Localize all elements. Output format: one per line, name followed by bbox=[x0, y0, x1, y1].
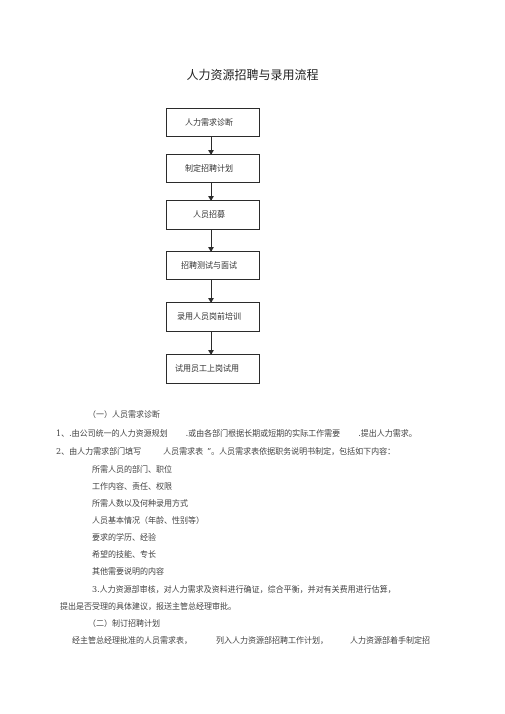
list-item: 所需人员的部门、职位 bbox=[92, 465, 172, 474]
paragraph-2: 2、由人力需求部门填写 人员需求表”。人员需求表依据职务说明书制定，包括如下内容： bbox=[56, 448, 395, 456]
list-item: 工作内容、责任、权限 bbox=[92, 482, 172, 491]
flow-step-testing-interview: 招聘测试与面试 bbox=[166, 251, 260, 280]
list-item: 其他需要说明的内容 bbox=[92, 567, 164, 576]
flow-step-probation: 试用员工上岗试用 bbox=[166, 354, 260, 384]
flow-arrow bbox=[208, 137, 214, 155]
paragraph-2-part-1: 2、由人力需求部门填写 bbox=[56, 447, 142, 456]
list-item: 人员基本情况（年龄、性别等） bbox=[92, 516, 204, 525]
flow-step-demand-diagnosis: 人力需求诊断 bbox=[166, 108, 260, 137]
flow-arrow bbox=[208, 230, 214, 252]
list-item: 希望的技能、专长 bbox=[92, 550, 156, 559]
flow-step-recruitment-plan: 制定招聘计划 bbox=[166, 154, 260, 183]
section-heading-demand-diagnosis: （一）人员需求诊断 bbox=[88, 410, 160, 419]
paragraph-1-part-2: .或由各部门根据长期或短期的实际工作需要 bbox=[185, 429, 341, 438]
list-item: 要求的学历、经验 bbox=[92, 533, 156, 542]
flow-arrow bbox=[208, 332, 214, 355]
paragraph-1-part-1: 1、.由公司统一的人力资源规划 bbox=[56, 429, 168, 438]
paragraph-4-part-1: 经主管总经理批准的人员需求表， bbox=[72, 636, 192, 645]
flow-arrow bbox=[208, 183, 214, 201]
paragraph-2-part-3: ”。人员需求表依据职务说明书制定，包括如下内容： bbox=[207, 447, 396, 456]
flow-step-label: 录用人员岗前培训 bbox=[177, 312, 241, 321]
paragraph-4: 经主管总经理批准的人员需求表， 列入人力资源部招聘工作计划， 人力资源部着手制定招 bbox=[72, 637, 430, 645]
paragraph-1: 1、.由公司统一的人力资源规划 .或由各部门根据长期或短期的实际工作需要 .提出人力… bbox=[56, 430, 417, 438]
flow-step-pre-job-training: 录用人员岗前培训 bbox=[166, 302, 260, 332]
list-item: 所需人数以及何种录用方式 bbox=[92, 499, 188, 508]
paragraph-4-part-3: 人力资源部着手制定招 bbox=[350, 636, 430, 645]
flow-step-label: 招聘测试与面试 bbox=[181, 260, 237, 270]
paragraph-2-part-2: 人员需求表 bbox=[163, 447, 204, 456]
flow-arrow bbox=[208, 280, 214, 303]
paragraph-3-line-2: 提出是否受理的具体建议，报送主管总经理审批。 bbox=[60, 602, 236, 611]
document-title: 人力资源招聘与录用流程 bbox=[186, 68, 319, 82]
flow-step-label: 人员招募 bbox=[193, 210, 225, 219]
section-heading-recruitment-plan: （二）制订招聘计划 bbox=[88, 619, 160, 628]
flow-step-recruiting: 人员招募 bbox=[166, 200, 260, 230]
flow-step-label: 人力需求诊断 bbox=[185, 117, 233, 127]
paragraph-4-part-2: 列入人力资源部招聘工作计划， bbox=[216, 636, 328, 645]
paragraph-1-part-3: .提出人力需求。 bbox=[358, 429, 417, 438]
flow-step-label: 制定招聘计划 bbox=[185, 163, 233, 173]
paragraph-3-line-1: 3.人力资源部审核，对人力需求及资料进行确证，综合平衡，并对有关费用进行估算， bbox=[92, 585, 396, 594]
flow-step-label: 试用员工上岗试用 bbox=[175, 364, 239, 373]
